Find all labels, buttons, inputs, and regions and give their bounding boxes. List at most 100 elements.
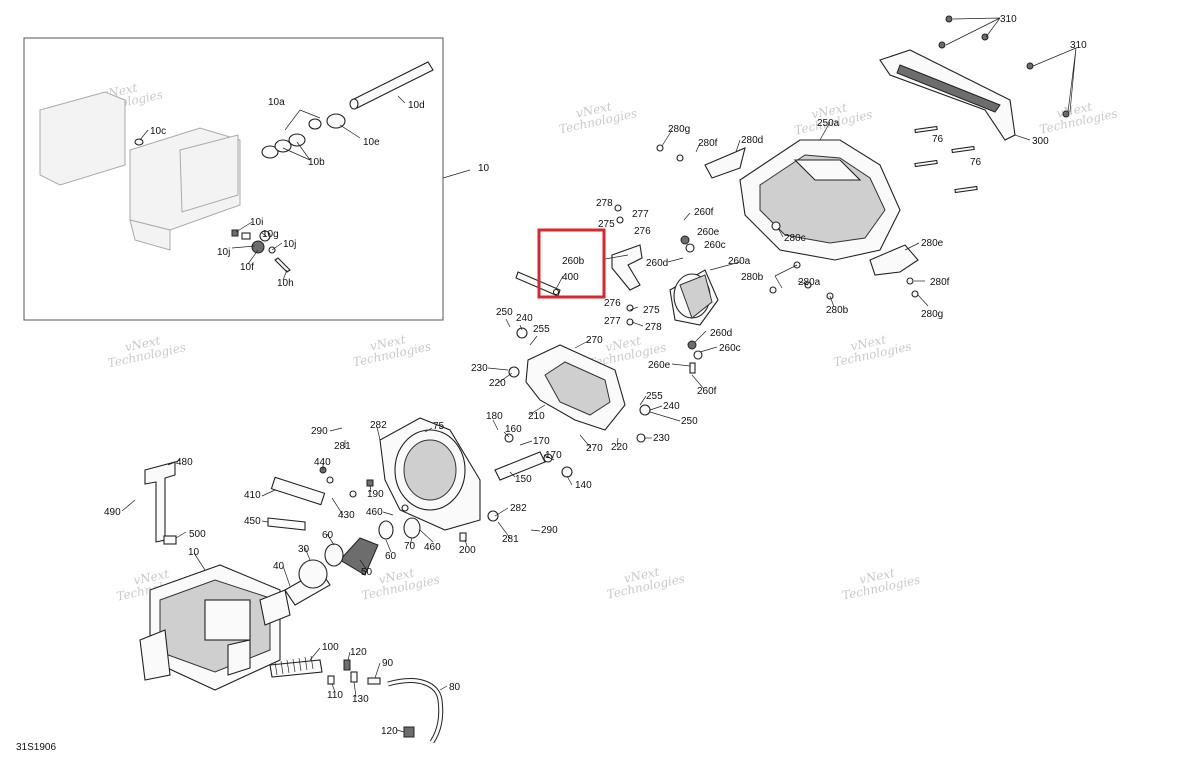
label-10d: 10d [408,100,425,111]
label-282-2: 282 [510,503,527,514]
label-280f: 280f [698,138,718,149]
label-281-2: 281 [502,534,519,545]
label-76-2: 76 [970,157,982,168]
shaft-10d [349,61,434,110]
label-410: 410 [244,490,261,501]
label-480: 480 [176,457,193,468]
side-cover-280e [869,244,919,276]
label-250-2: 250 [681,416,698,427]
label-490: 490 [104,507,121,518]
label-10j-2: 10j [217,247,230,258]
label-260b: 260b [562,256,585,267]
label-500: 500 [189,529,206,540]
label-150: 150 [515,474,532,485]
label-290-2: 290 [541,525,558,536]
label-260c-2: 260c [719,343,741,354]
label-30: 30 [298,544,310,555]
small-fittings-90-130 [327,659,415,738]
clip-500 [163,535,177,545]
label-278-2: 278 [645,322,662,333]
strap-450 [267,517,306,531]
label-280c: 280c [784,233,806,244]
label-180: 180 [486,411,503,422]
label-10j: 10j [283,239,296,250]
label-190: 190 [367,489,384,500]
inset-detail-box [23,37,444,321]
label-260f-2: 260f [697,386,717,397]
strap-480 [144,461,176,543]
o-rings-10a [261,118,322,159]
link-150 [494,451,546,481]
label-240: 240 [516,313,533,324]
label-240-2: 240 [663,401,680,412]
label-255-2: 255 [646,391,663,402]
label-40: 40 [273,561,285,572]
label-60-2: 60 [322,530,334,541]
label-260c: 260c [704,240,726,251]
cover-260a [669,269,719,326]
label-255: 255 [533,324,550,335]
label-278: 278 [596,198,613,209]
label-280d: 280d [741,135,763,146]
label-270: 270 [586,335,603,346]
label-10h: 10h [277,278,294,289]
label-280e: 280e [921,238,944,249]
label-10e: 10e [363,137,380,148]
label-200: 200 [459,545,476,556]
fasteners-260 [680,235,703,374]
label-170: 170 [533,436,550,447]
label-310-2: 310 [1070,40,1087,51]
label-277-2: 277 [604,316,621,327]
label-275-2: 275 [643,305,660,316]
label-260d-2: 260d [710,328,732,339]
label-130: 130 [352,694,369,705]
label-277: 277 [632,209,649,220]
label-170-2: 170 [545,450,562,461]
label-250: 250 [496,307,513,318]
side-cover-280d [704,147,746,179]
label-260a: 260a [728,256,751,267]
label-75: 75 [433,421,445,432]
housing-75 [379,417,481,531]
part-labels: 10 10a 10b 10c 10d 10e 10f 10g 10h 10i 1… [104,14,1087,737]
label-230-2: 230 [653,433,670,444]
label-100: 100 [322,642,339,653]
retaining-ring-10e [326,113,346,129]
label-400: 400 [562,272,579,283]
label-260e-2: 260e [648,360,671,371]
seal-30 [298,559,328,589]
label-460-2: 460 [424,542,441,553]
label-250a: 250a [817,118,840,129]
label-10f: 10f [240,262,254,273]
label-440: 440 [314,457,331,468]
label-110: 110 [327,690,343,701]
label-140: 140 [575,480,592,491]
inset-ecu-ghost [39,91,241,251]
label-260e: 260e [697,227,720,238]
label-60: 60 [385,551,397,562]
label-210: 210 [528,411,545,422]
label-281: 281 [334,441,351,452]
label-260d: 260d [646,258,668,269]
label-120-2: 120 [381,726,398,737]
label-280b: 280b [741,272,764,283]
spring-100 [269,655,323,678]
label-80: 80 [449,682,461,693]
label-220-2: 220 [611,442,628,453]
clamps-60-70 [378,517,421,540]
label-220: 220 [489,378,506,389]
label-160: 160 [505,424,522,435]
label-90: 90 [382,658,394,669]
label-430: 430 [338,510,355,521]
drawing-code: 31S1906 [16,742,56,753]
label-10-ecu: 10 [188,547,200,558]
label-10i: 10i [250,217,263,228]
small-parts-10f-10j [231,229,291,273]
clip-260b [611,244,643,291]
label-120: 120 [350,647,367,658]
label-280g-2: 280g [921,309,943,320]
label-275: 275 [598,219,615,230]
label-280g: 280g [668,124,690,135]
label-282: 282 [370,420,387,431]
